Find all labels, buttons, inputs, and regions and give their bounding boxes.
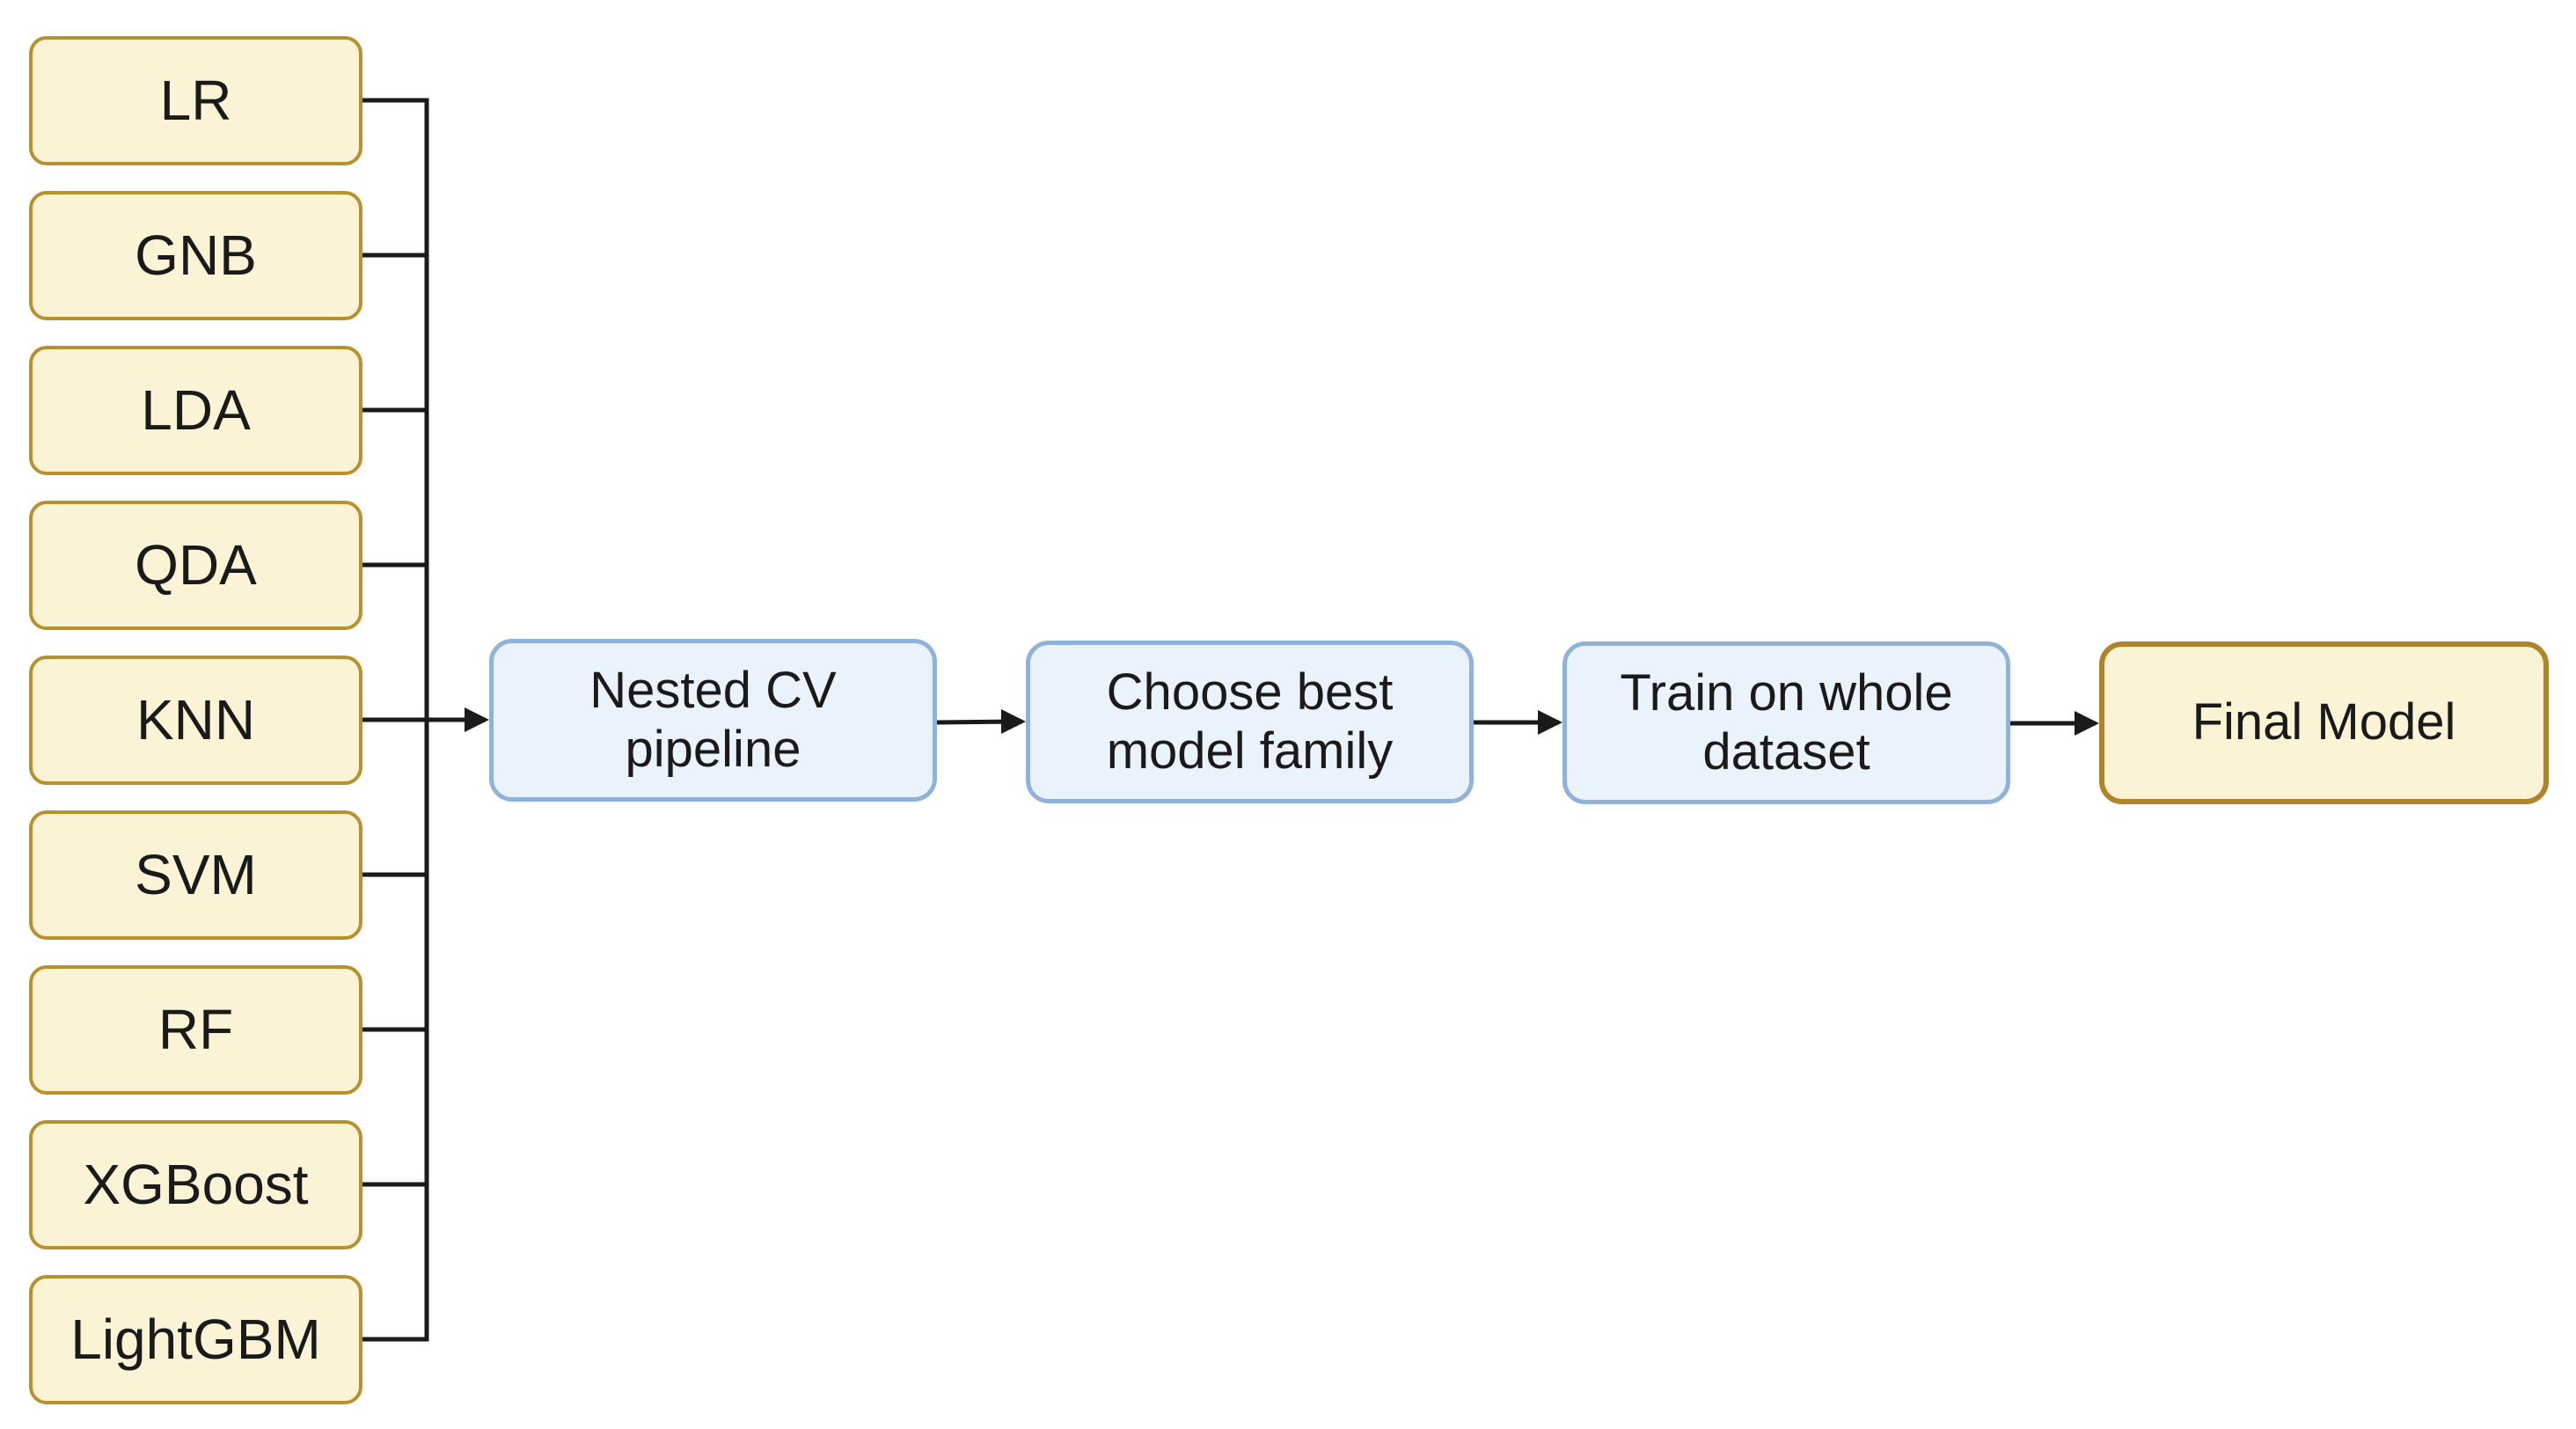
arrowhead-final-model (2075, 711, 2099, 736)
step-label-nested-cv: Nested CV pipeline (589, 661, 837, 778)
model-label-knn: KNN (135, 687, 256, 751)
model-label-lightgbm: LightGBM (70, 1307, 321, 1371)
final-model-label: Final Model (2192, 693, 2456, 751)
model-box-rf: RF (29, 965, 362, 1095)
model-box-lda: LDA (29, 346, 362, 475)
step-nested-cv: Nested CV pipeline (489, 639, 937, 802)
model-box-xgboost: XGBoost (29, 1120, 362, 1249)
step-label-train-whole: Train on whole dataset (1620, 663, 1953, 780)
model-label-gnb: GNB (135, 223, 257, 287)
model-box-qda: QDA (29, 501, 362, 630)
model-label-rf: RF (157, 997, 234, 1061)
arrowhead-choose-best (1001, 709, 1026, 734)
model-label-lr: LR (159, 68, 232, 132)
model-label-lda: LDA (141, 377, 251, 442)
model-box-gnb: GNB (29, 191, 362, 320)
step-choose-best: Choose best model family (1026, 641, 1474, 803)
model-box-knn: KNN (29, 656, 362, 785)
step-label-choose-best: Choose best model family (1106, 663, 1394, 780)
arrowhead-nested-cv (465, 707, 489, 732)
model-box-lightgbm: LightGBM (29, 1275, 362, 1404)
final-model-box: Final Model (2099, 641, 2549, 804)
model-label-xgboost: XGBoost (83, 1152, 309, 1216)
step-train-whole: Train on whole dataset (1562, 641, 2010, 804)
model-label-qda: QDA (135, 532, 257, 597)
model-box-svm: SVM (29, 810, 362, 940)
model-label-svm: SVM (135, 842, 257, 906)
arrowhead-train-whole (1538, 710, 1562, 735)
model-box-lr: LR (29, 36, 362, 165)
